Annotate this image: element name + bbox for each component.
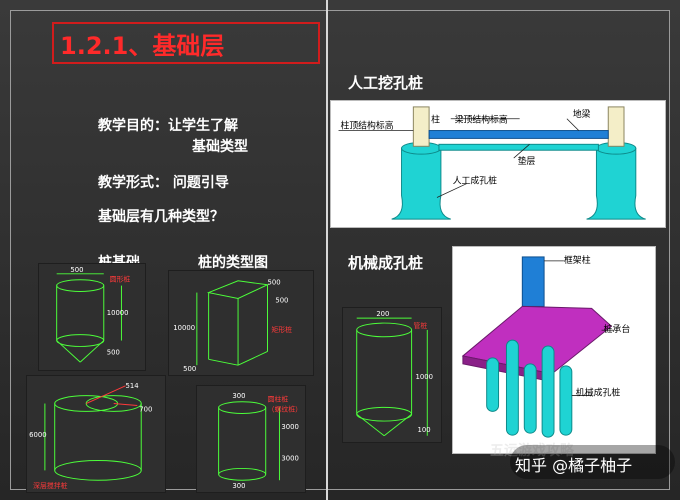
screw-pile-dim-side1: 3000 [281, 423, 298, 431]
deep-mixing-pile-thumb: 514 700 6000 深层搅拌桩 [26, 375, 166, 493]
pipe-pile-caption: 管桩 [414, 321, 428, 330]
machine-label-cap: 桩承台 [604, 323, 631, 335]
screw-pile-thumb: 300 3000 3000 300 圆柱桩 （螺纹桩） [196, 385, 306, 493]
rect-pile-thumb: 500 500 10000 500 矩形桩 [168, 270, 314, 376]
rect-pile-caption: 矩形桩 [271, 325, 292, 334]
pipe-pile-dim-side: 1000 [416, 373, 433, 381]
screw-pile-dim-top: 300 [232, 392, 245, 400]
pipe-pile-dim-bottom: 100 [417, 426, 430, 434]
deep-mixing-pile-drawing: 514 700 6000 深层搅拌桩 [29, 382, 152, 490]
pipe-pile-drawing: 200 1000 100 管桩 [356, 310, 433, 437]
machine-pile-drawing: 框架柱 桩承台 机械成孔桩 [461, 254, 631, 438]
manual-label-pile: 人工成孔桩 [453, 175, 497, 187]
round-pile-caption: 圆形桩 [110, 275, 131, 284]
watermark-faint: 五运游戏攻略 [490, 443, 574, 459]
slide-title-text: 1.2.1、基础层 [60, 31, 225, 60]
screw-pile-dim-bottom: 300 [232, 482, 245, 490]
pipe-pile-thumb: 200 1000 100 管桩 [342, 307, 442, 443]
form-line: 教学形式： 问题引导 [98, 175, 229, 191]
machine-label-frame-col: 框架柱 [564, 254, 591, 266]
slide-title: 1.2.1、基础层 [52, 22, 320, 64]
manual-label-beam-top: 梁顶结构标高 [455, 114, 508, 126]
manual-label-cushion: 垫层 [518, 155, 536, 167]
pipe-pile-dim-top: 200 [376, 310, 389, 318]
round-pile-dim-top: 500 [70, 266, 83, 274]
screw-pile-caption: 圆柱桩 [268, 395, 289, 404]
deep-mixing-pile-dim-b: 700 [139, 405, 152, 413]
rect-pile-drawing: 500 500 10000 500 矩形桩 [173, 279, 292, 373]
pile-types-label: 桩的类型图 [198, 255, 268, 271]
zhihu-watermark: 知乎 @橘子柚子 [515, 456, 633, 475]
panel-divider [326, 0, 328, 500]
rect-pile-dim-bottom: 500 [183, 365, 196, 373]
ground-beam-shape [428, 130, 609, 139]
watermark-background [510, 445, 675, 479]
screw-pile-dim-side2: 3000 [281, 455, 298, 463]
slide-frame [10, 10, 670, 490]
screw-pile-drawing: 300 3000 3000 300 圆柱桩 （螺纹桩） [218, 392, 302, 490]
round-pile-dim-side: 10000 [107, 309, 129, 317]
manual-label-column: 柱 [431, 114, 440, 126]
rect-pile-dim-b: 500 [275, 296, 288, 304]
manual-label-ground-beam: 地梁 [573, 108, 591, 120]
screw-pile-caption-2: （螺纹桩） [268, 405, 302, 414]
machine-pile-diagram: 框架柱 桩承台 机械成孔桩 [452, 246, 656, 454]
deep-mixing-pile-dim-side: 6000 [29, 431, 47, 439]
round-pile-dim-bottom: 500 [107, 348, 120, 356]
rect-pile-dim-side: 10000 [173, 324, 195, 332]
deep-mixing-pile-dim-a: 514 [125, 382, 138, 390]
rect-pile-dim-a: 500 [267, 279, 280, 287]
machine-label-pile: 机械成孔桩 [576, 387, 621, 399]
machine-pile-title: 机械成孔桩 [348, 254, 424, 272]
manual-label-col-top: 柱顶结构标高 [341, 120, 394, 132]
round-pile-drawing: 500 10000 500 圆形桩 [56, 266, 131, 363]
manual-pile-diagram: 柱 梁顶结构标高 柱顶结构标高 地梁 垫层 人工成孔桩 [330, 100, 666, 228]
question-line: 基础层有几种类型？ [98, 209, 224, 225]
objective-continuation: 基础类型 [192, 139, 248, 155]
manual-pile-title: 人工挖孔桩 [348, 74, 424, 92]
left-panel: 1.2.1、基础层 教学目的：让学生了解 基础类型 教学形式： 问题引导 基础层… [0, 0, 326, 500]
deep-mixing-pile-caption: 深层搅拌桩 [33, 481, 68, 490]
manual-pile-drawing: 柱 梁顶结构标高 柱顶结构标高 地梁 垫层 人工成孔桩 [338, 106, 646, 220]
objective-line: 教学目的：让学生了解 [98, 118, 238, 134]
round-pile-thumb: 500 10000 500 圆形桩 [38, 263, 146, 371]
